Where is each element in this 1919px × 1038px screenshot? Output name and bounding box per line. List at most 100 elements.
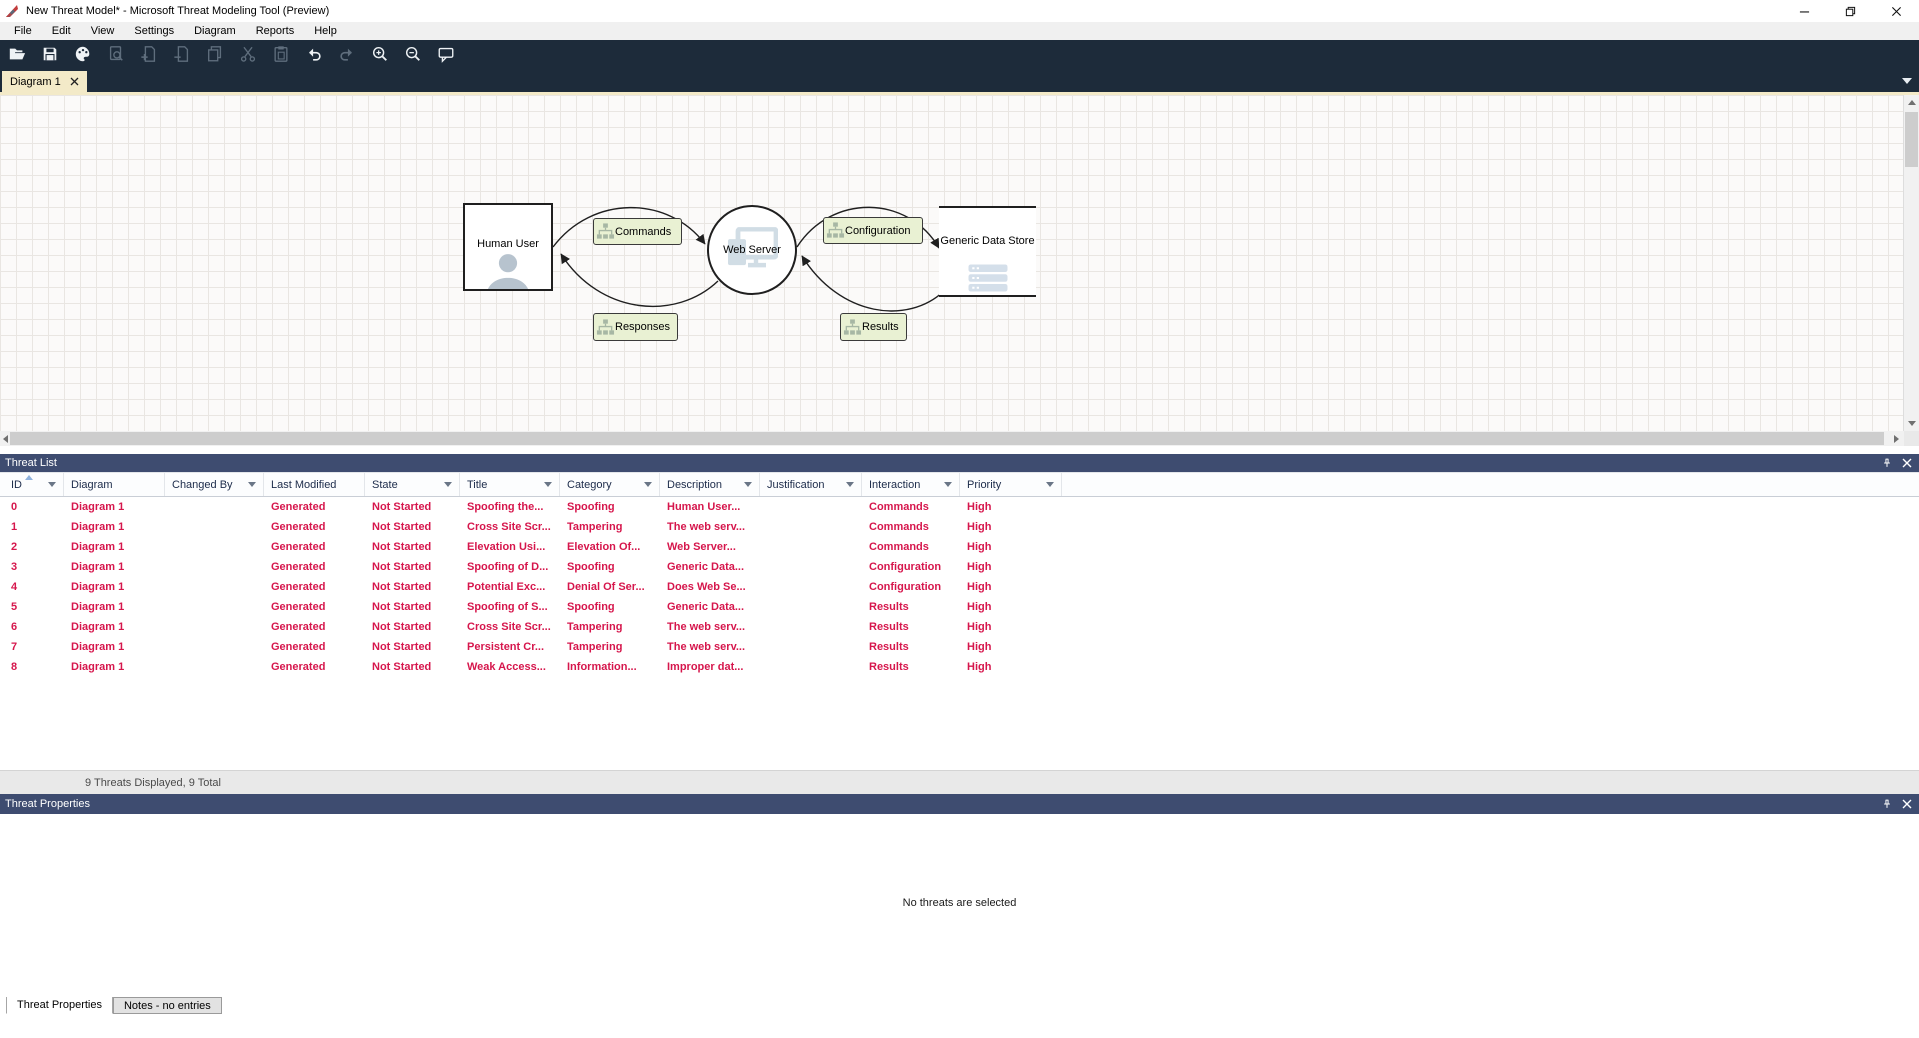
paste-icon	[271, 44, 291, 63]
remove-diagram-icon	[172, 44, 192, 63]
scroll-up-icon[interactable]	[1908, 100, 1916, 105]
node-generic-data-store[interactable]: Generic Data Store	[939, 206, 1036, 297]
flow-commands-curve[interactable]	[552, 207, 706, 248]
menu-diagram[interactable]: Diagram	[194, 25, 236, 37]
close-panel-icon[interactable]	[1902, 799, 1912, 809]
cell-title: Spoofing the...	[467, 501, 544, 513]
scroll-down-icon[interactable]	[1908, 421, 1916, 426]
flow-results-curve[interactable]	[801, 255, 945, 312]
filter-dropdown-icon[interactable]	[248, 482, 256, 487]
cell-state: Not Started	[372, 601, 432, 613]
flow-configuration-curve[interactable]	[796, 206, 940, 249]
column-header-diagram[interactable]: Diagram	[64, 473, 165, 496]
toolbar	[0, 40, 1919, 67]
filter-dropdown-icon[interactable]	[48, 482, 56, 487]
filter-dropdown-icon[interactable]	[444, 482, 452, 487]
column-header-justification[interactable]: Justification	[760, 473, 862, 496]
window-title: New Threat Model* - Microsoft Threat Mod…	[26, 5, 330, 17]
diagram-canvas[interactable]: Human User Web Server Generic Data Store	[0, 95, 1919, 431]
tab-diagram-1[interactable]: Diagram 1	[2, 71, 87, 92]
menu-settings[interactable]: Settings	[134, 25, 175, 37]
column-label: Justification	[767, 478, 825, 491]
node-web-server[interactable]: Web Server	[707, 205, 797, 295]
node-human-user[interactable]: Human User	[463, 203, 553, 291]
flow-label-commands[interactable]: Commands	[593, 218, 682, 245]
zoom-out-icon[interactable]	[403, 44, 423, 63]
feedback-icon[interactable]	[436, 44, 456, 63]
stencils-icon[interactable]	[73, 44, 93, 63]
filter-dropdown-icon[interactable]	[1046, 482, 1054, 487]
flow-label-configuration[interactable]: Configuration	[823, 217, 923, 244]
zoom-in-icon[interactable]	[370, 44, 390, 63]
redo-icon	[337, 44, 357, 63]
column-header-description[interactable]: Description	[660, 473, 760, 496]
tab-label: Threat Properties	[17, 999, 102, 1011]
column-header-changed-by[interactable]: Changed By	[165, 473, 264, 496]
scroll-right-icon[interactable]	[1894, 435, 1899, 443]
menu-view[interactable]: View	[90, 25, 115, 37]
filter-dropdown-icon[interactable]	[846, 482, 854, 487]
cell-last_modified: Generated	[271, 561, 326, 573]
close-button[interactable]	[1873, 0, 1919, 22]
filter-dropdown-icon[interactable]	[944, 482, 952, 487]
cell-description: The web serv...	[667, 521, 746, 533]
minimize-button[interactable]	[1781, 0, 1827, 22]
flow-label-responses[interactable]: Responses	[593, 313, 678, 341]
cell-priority: High	[967, 501, 992, 513]
vertical-scroll-thumb[interactable]	[1905, 112, 1918, 167]
column-label: Changed By	[172, 478, 233, 491]
column-header-state[interactable]: State	[365, 473, 460, 496]
column-header-priority[interactable]: Priority	[960, 473, 1062, 496]
node-label: Human User	[477, 238, 539, 250]
cell-title: Spoofing of S...	[467, 601, 548, 613]
open-icon[interactable]	[7, 44, 27, 63]
tab-notes[interactable]: Notes - no entries	[112, 997, 222, 1014]
flow-label-results[interactable]: Results	[840, 313, 907, 341]
cell-diagram: Diagram 1	[71, 581, 125, 593]
filter-dropdown-icon[interactable]	[644, 482, 652, 487]
horizontal-scroll-thumb[interactable]	[10, 432, 1884, 445]
cell-priority: High	[967, 581, 992, 593]
pin-icon[interactable]	[1882, 799, 1892, 809]
flow-responses-curve[interactable]	[560, 253, 719, 308]
filter-dropdown-icon[interactable]	[544, 482, 552, 487]
menu-edit[interactable]: Edit	[51, 25, 71, 37]
column-label: Diagram	[71, 478, 113, 491]
scroll-left-icon[interactable]	[3, 435, 8, 443]
undo-icon[interactable]	[304, 44, 324, 63]
menu-reports[interactable]: Reports	[255, 25, 295, 37]
save-icon[interactable]	[40, 44, 60, 63]
tab-overflow-dropdown-icon[interactable]	[1902, 78, 1912, 84]
tab-close-icon[interactable]	[70, 77, 79, 86]
column-label: Title	[467, 478, 488, 491]
column-header-interaction[interactable]: Interaction	[862, 473, 960, 496]
cell-interaction: Configuration	[869, 561, 942, 573]
menu-help[interactable]: Help	[314, 25, 337, 37]
filter-dropdown-icon[interactable]	[744, 482, 752, 487]
column-header-id[interactable]: ID	[4, 473, 64, 496]
column-header-title[interactable]: Title	[460, 473, 560, 496]
analysis-view-icon	[106, 44, 126, 63]
person-icon	[487, 254, 529, 289]
column-header-last-modified[interactable]: Last Modified	[264, 473, 365, 496]
pin-icon[interactable]	[1882, 458, 1892, 468]
cell-title: Cross Site Scr...	[467, 621, 551, 633]
close-panel-icon[interactable]	[1902, 458, 1912, 468]
restore-button[interactable]	[1827, 0, 1873, 22]
column-header-category[interactable]: Category	[560, 473, 660, 496]
tab-threat-properties[interactable]: Threat Properties	[6, 997, 113, 1014]
canvas-horizontal-scrollbar[interactable]	[0, 431, 1919, 446]
canvas-vertical-scrollbar[interactable]	[1903, 95, 1919, 431]
menu-file[interactable]: File	[14, 25, 32, 37]
